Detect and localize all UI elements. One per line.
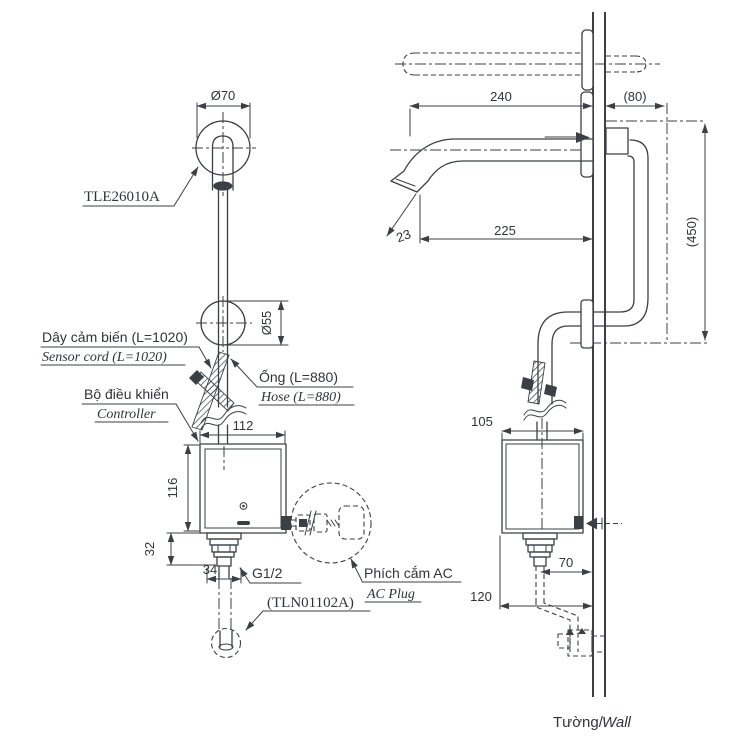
sensor-cord-front	[189, 351, 235, 431]
dim-70-side-label: 70	[559, 555, 573, 570]
controller-box-front	[199, 443, 287, 534]
reference-lines	[390, 63, 707, 344]
behind-wall-piping	[537, 127, 649, 405]
dim-wall-offset: (80)	[605, 89, 665, 110]
valve-model-label: (TLN01102A)	[245, 595, 371, 631]
model-label: TLE26010A	[82, 166, 199, 207]
model-text: TLE26010A	[84, 189, 160, 205]
pipe-break-side	[523, 399, 567, 441]
dim-32-label: 32	[142, 542, 157, 556]
wall-label: Tường/ Wall	[553, 714, 632, 731]
ac-plug-vi: Phích cắm AC	[364, 565, 453, 581]
ac-plug-detail	[281, 482, 372, 564]
supply-fitting-side	[522, 532, 558, 567]
dim-controller-width-side: 105	[471, 414, 584, 442]
supply-routing-dashed	[535, 566, 606, 657]
dim-controller-height: 116	[165, 444, 200, 532]
dim-23-label: 23	[394, 226, 413, 245]
thread-text: G1/2	[252, 565, 283, 581]
pipe-break-front	[200, 405, 247, 430]
controller-vi: Bộ điều khiển	[84, 386, 169, 402]
wall-flanges	[580, 29, 594, 349]
dim-105-label: 105	[471, 414, 493, 429]
dim-spout-reach: 240	[409, 89, 593, 137]
dim-225-label: 225	[494, 223, 516, 238]
thread-label: G1/2	[239, 565, 302, 584]
controller-en: Controller	[97, 407, 156, 422]
dim-116-label: 116	[165, 478, 180, 499]
ac-plug-label: Phích cắm AC AC Plug	[350, 558, 462, 603]
dim-escutcheon-diameter: Ø55	[225, 300, 289, 346]
dim-spout-diameter: Ø70	[196, 88, 251, 139]
dim-120-label: 120	[470, 589, 492, 604]
dim-70-label: Ø70	[211, 88, 236, 103]
dim-tip-angle: 23	[386, 193, 417, 245]
spout-escutcheon-front	[192, 112, 256, 196]
dim-controller-width-front: 112	[199, 418, 286, 444]
wall-label-en: Wall	[602, 714, 632, 731]
sensor-cord-vi: Dây cảm biến (L=1020)	[42, 329, 188, 345]
dim-fitting-height: 32	[142, 532, 217, 566]
hose-vi: Ống (L=880)	[259, 368, 338, 385]
dim-80-label: (80)	[623, 89, 646, 104]
dim-install-height: (450)	[684, 123, 709, 341]
front-view: Ø70 TLE26010A Ø55	[40, 88, 462, 659]
stop-valve-front	[210, 627, 242, 659]
hose-en: Hose (L=880)	[260, 390, 341, 405]
dim-drain-offset: 70	[540, 555, 592, 576]
sensor-cord-side	[521, 360, 557, 405]
dim-fitting-width: 34	[203, 562, 242, 584]
dim-112-label: 112	[233, 418, 254, 433]
spout-side	[390, 132, 593, 193]
dim-55-label: Ø55	[259, 311, 274, 336]
dim-34-label: 34	[203, 562, 217, 577]
side-view: 23 240 (80) 225 (450)	[386, 12, 709, 731]
hose-label: Ống (L=880) Hose (L=880)	[230, 358, 355, 406]
ghost-spout	[402, 52, 647, 76]
sensor-cord-label: Dây cảm biến (L=1020) Sensor cord (L=102…	[40, 329, 212, 369]
valve-model-text: (TLN01102A)	[267, 595, 354, 611]
wall	[592, 12, 606, 697]
dim-spout-length: 225	[419, 194, 593, 244]
dim-240-label: 240	[490, 89, 512, 104]
supply-fitting-front	[206, 532, 242, 630]
dim-450-label: (450)	[684, 217, 699, 247]
hose-escutcheon-front	[196, 296, 252, 352]
wall-label-vi: Tường/	[553, 714, 604, 731]
dim-drain-depth: 120	[470, 535, 593, 610]
controller-label: Bộ điều khiển Controller	[81, 386, 199, 442]
sensor-cord-en: Sensor cord (L=1020)	[42, 350, 167, 365]
ac-plug-en: AC Plug	[366, 587, 415, 602]
